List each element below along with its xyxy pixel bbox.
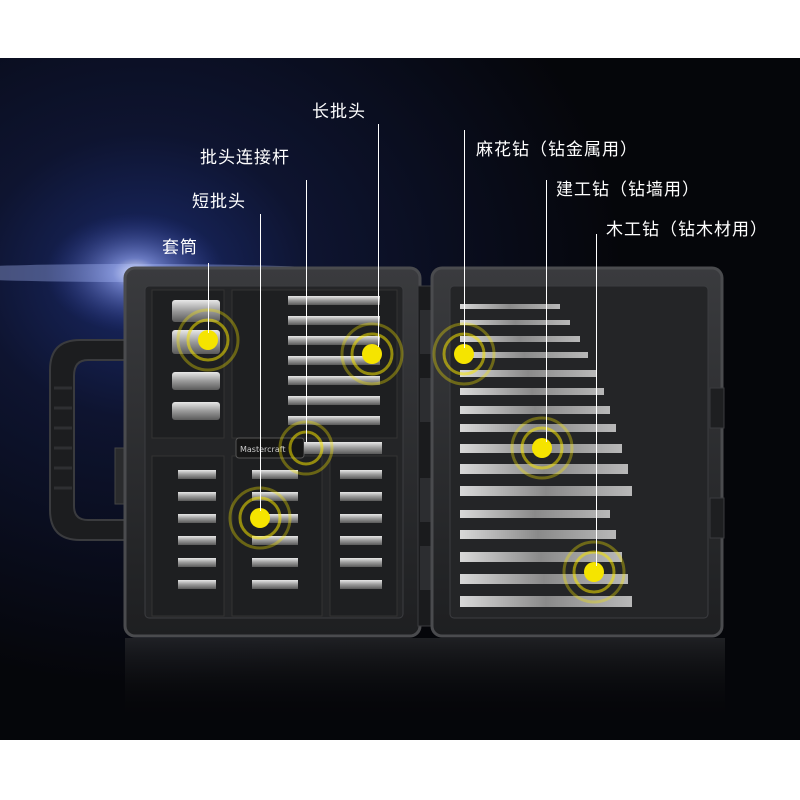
leader-line-short-bit — [260, 214, 261, 511]
label-long-bit: 长批头 — [312, 102, 366, 122]
label-wood-drill: 木工钻（钻木材用） — [606, 220, 768, 240]
product-scene: Mastercraft — [0, 58, 800, 740]
leader-line-long-bit — [378, 124, 379, 347]
long-bit-set — [288, 296, 380, 425]
tool-case-illustration: Mastercraft — [0, 58, 800, 740]
label-twist-drill: 麻花钻（钻金属用） — [476, 140, 638, 160]
case-reflection — [125, 638, 725, 728]
leader-line-wood-drill — [596, 234, 597, 566]
leader-line-twist-drill — [464, 130, 465, 348]
label-extension-rod: 批头连接杆 — [200, 148, 290, 168]
label-socket: 套筒 — [162, 238, 198, 258]
label-masonry-drill: 建工钻（钻墙用） — [556, 180, 700, 200]
leader-line-extension-rod — [306, 180, 307, 442]
leader-line-socket — [208, 263, 209, 333]
highlight-marker-socket — [176, 308, 240, 372]
twist-drill-set — [460, 304, 604, 395]
case-hinge — [417, 285, 435, 627]
highlight-marker-long-bit — [340, 322, 404, 386]
brand-logo-text: Mastercraft — [240, 445, 286, 454]
label-short-bit: 短批头 — [192, 192, 246, 212]
highlight-marker-masonry-drill — [510, 416, 574, 480]
highlight-marker-wood-drill — [562, 540, 626, 604]
leader-line-masonry-drill — [546, 180, 547, 442]
extension-rod: Mastercraft — [235, 437, 382, 459]
wood-drill-set — [460, 510, 632, 607]
short-bit-set — [178, 470, 382, 589]
